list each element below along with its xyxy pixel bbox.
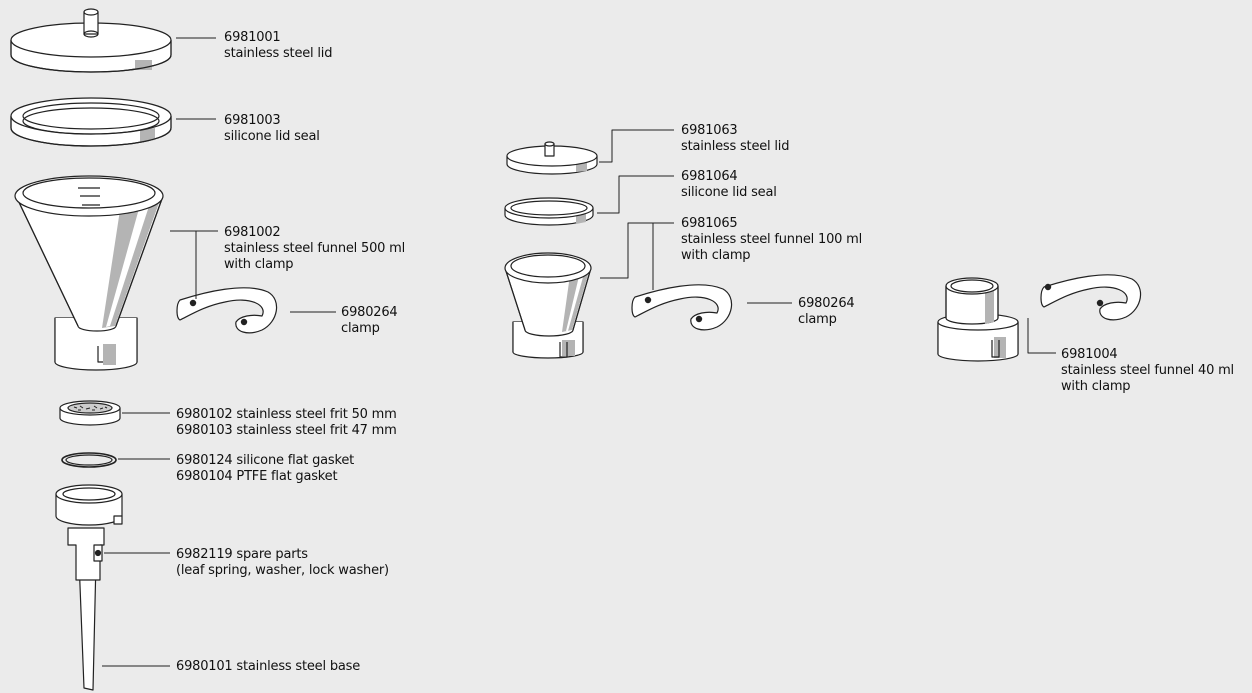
gasket-line2: 6980104 PTFE flat gasket [176, 469, 338, 484]
seal-500-desc: silicone lid seal [224, 129, 320, 144]
funnel-500-label: 6981002 stainless steel funnel 500 ml wi… [224, 225, 405, 273]
clamp-100-number: 6980264 [798, 296, 855, 311]
seal-100-illustration [504, 197, 594, 226]
funnel-40-desc: stainless steel funnel 40 ml [1061, 363, 1234, 378]
frit-line2: 6980103 stainless steel frit 47 mm [176, 423, 397, 438]
clamp-100-illustration [631, 284, 733, 331]
seal-100-number: 6981064 [681, 169, 738, 184]
funnel-100-label: 6981065 stainless steel funnel 100 ml wi… [681, 216, 862, 264]
funnel-500-desc: stainless steel funnel 500 ml [224, 241, 406, 256]
lid-500-desc: stainless steel lid [224, 46, 333, 61]
spare-line1: 6982119 spare parts [176, 547, 308, 562]
clamp-100-desc: clamp [798, 312, 837, 327]
lid-100-illustration [506, 141, 598, 175]
frit-illustration [59, 400, 121, 426]
base-label: 6980101 stainless steel base [176, 659, 360, 675]
frit-label: 6980102 stainless steel frit 50 mm 69801… [176, 407, 397, 439]
clamp-500-desc: clamp [341, 321, 380, 336]
seal-500-number: 6981003 [224, 113, 281, 128]
seal-100-desc: silicone lid seal [681, 185, 777, 200]
lid-500-illustration [10, 8, 172, 73]
funnel-100-desc: stainless steel funnel 100 ml [681, 232, 863, 247]
clamp-500-label: 6980264 clamp [341, 305, 398, 337]
clamp-500-number: 6980264 [341, 305, 398, 320]
lid-500-number: 6981001 [224, 30, 281, 45]
clamp-40-illustration [1040, 274, 1142, 321]
seal-500-label: 6981003 silicone lid seal [224, 113, 320, 145]
funnel-40-desc2: with clamp [1061, 379, 1131, 394]
leader-lines-right [1027, 318, 1056, 354]
funnel-100-number: 6981065 [681, 216, 738, 231]
lid-500-label: 6981001 stainless steel lid [224, 30, 332, 62]
lid-100-number: 6981063 [681, 123, 738, 138]
funnel-40-illustration [937, 277, 1019, 362]
funnel-500-illustration [14, 175, 164, 371]
funnel-100-desc2: with clamp [681, 248, 751, 263]
seal-100-label: 6981064 silicone lid seal [681, 169, 777, 201]
gasket-line1: 6980124 silicone flat gasket [176, 453, 355, 468]
leader-lines-left [102, 37, 336, 667]
gasket-illustration [61, 452, 117, 468]
funnel-40-number: 6981004 [1061, 347, 1118, 362]
funnel-500-desc2: with clamp [224, 257, 294, 272]
seal-500-illustration [10, 97, 172, 147]
lid-100-desc: stainless steel lid [681, 139, 790, 154]
base-line1: 6980101 stainless steel base [176, 659, 361, 674]
funnel-40-label: 6981004 stainless steel funnel 40 ml wit… [1061, 347, 1234, 395]
clamp-500-illustration [176, 287, 278, 334]
clamp-100-label: 6980264 clamp [798, 296, 855, 328]
spare-label: 6982119 spare parts (leaf spring, washer… [176, 547, 389, 579]
leader-lines-middle [597, 129, 792, 304]
funnel-500-number: 6981002 [224, 225, 281, 240]
funnel-100-illustration [504, 252, 592, 359]
frit-line1: 6980102 stainless steel frit 50 mm [176, 407, 397, 422]
lid-100-label: 6981063 stainless steel lid [681, 123, 789, 155]
gasket-label: 6980124 silicone flat gasket 6980104 PTF… [176, 453, 354, 485]
base-illustration [55, 484, 123, 691]
spare-line2: (leaf spring, washer, lock washer) [176, 563, 389, 578]
